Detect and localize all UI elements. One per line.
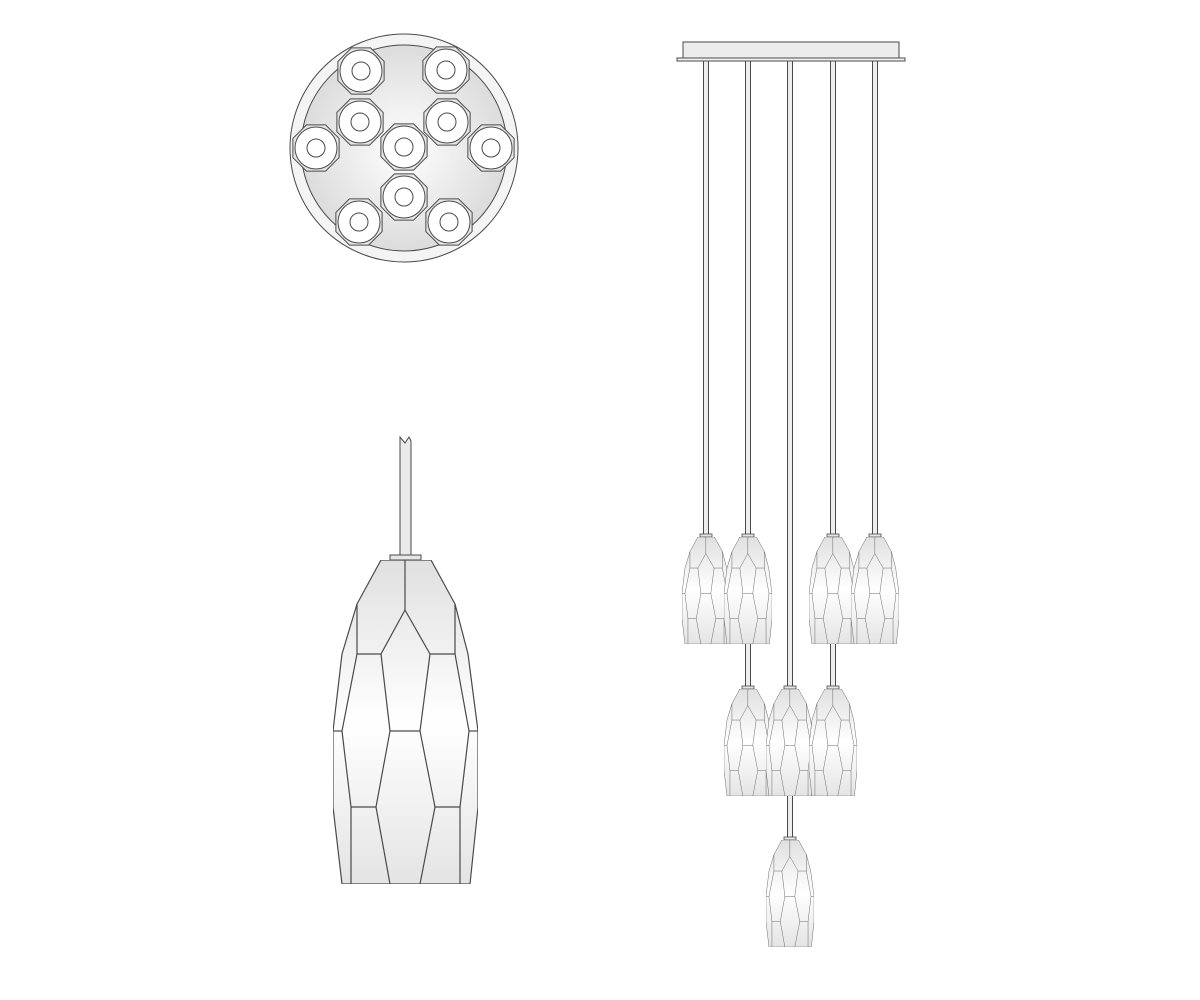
pendant xyxy=(766,836,814,947)
pendant-collar xyxy=(741,533,755,538)
pendant-glass-shade xyxy=(809,689,857,796)
pendant-collar xyxy=(783,685,797,690)
pendant-collar xyxy=(699,533,713,538)
pendant-glass-shade xyxy=(851,537,899,644)
pendant-stem xyxy=(399,435,412,556)
pendant-glass-shade xyxy=(809,537,857,644)
pendant-glass-shade xyxy=(766,689,814,796)
pendant-collar xyxy=(826,533,840,538)
canopy-box xyxy=(682,41,900,59)
pendant xyxy=(851,533,899,644)
pendant xyxy=(766,685,814,796)
side-elevation-view xyxy=(676,41,906,947)
pendant-glass-shade xyxy=(682,537,730,644)
pendant-glass-shade xyxy=(724,689,772,796)
pendant xyxy=(809,685,857,796)
pendant-collar xyxy=(868,533,882,538)
pendant-detail-view xyxy=(333,435,478,884)
pendant-glass-shade xyxy=(333,560,478,884)
pendant xyxy=(682,533,730,644)
pendant-collar xyxy=(826,685,840,690)
suspension-rod xyxy=(872,60,878,536)
pendant-collar xyxy=(741,685,755,690)
top-view xyxy=(282,33,525,263)
pendant-cluster xyxy=(682,533,899,947)
pendant-glass-shade xyxy=(766,840,814,947)
pendant-collar xyxy=(783,836,797,841)
pendant xyxy=(724,533,772,644)
pendant xyxy=(809,533,857,644)
canopy-plate xyxy=(676,57,906,62)
pendant-collar xyxy=(389,554,422,561)
pendant-glass-shade xyxy=(724,537,772,644)
suspension-rod xyxy=(703,60,709,536)
pendant xyxy=(724,685,772,796)
